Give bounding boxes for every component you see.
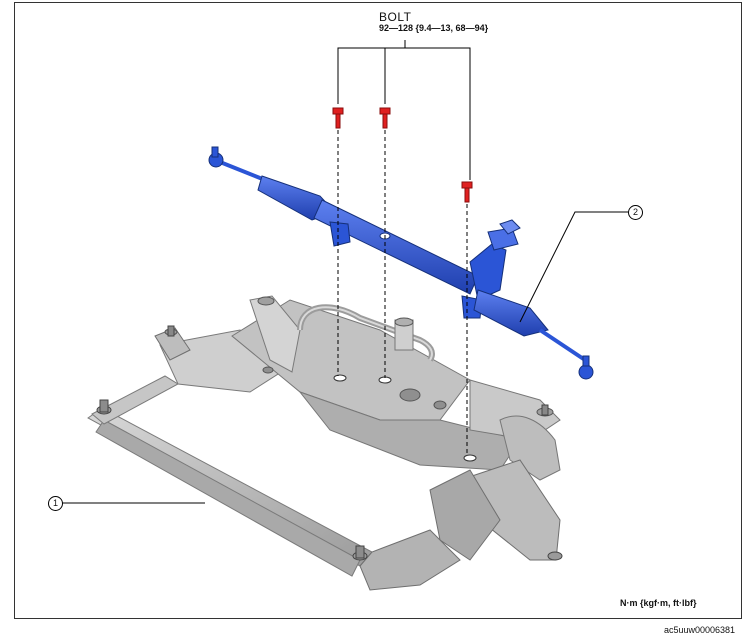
callout-part-2: 2 (628, 205, 643, 220)
bolt-torque-spec: 92—128 {9.4—13, 68—94} (379, 23, 489, 33)
front-subframe (87, 295, 563, 591)
dashed-alignment-lines (337, 130, 468, 456)
bolt-right (461, 181, 473, 203)
callout-leaders (62, 211, 628, 504)
torque-unit-note: N·m {kgf·m, ft·lbf} (620, 598, 697, 608)
bolt-center (379, 107, 391, 129)
bolt-leader-lines (337, 40, 471, 180)
image-code: ac5uuw00006381 (664, 625, 736, 635)
callout-part-1: 1 (48, 496, 63, 511)
steering-gear (208, 146, 594, 380)
bolt-label: BOLT (379, 10, 412, 24)
diagram-frame (14, 2, 742, 619)
bolt-left (332, 107, 344, 129)
